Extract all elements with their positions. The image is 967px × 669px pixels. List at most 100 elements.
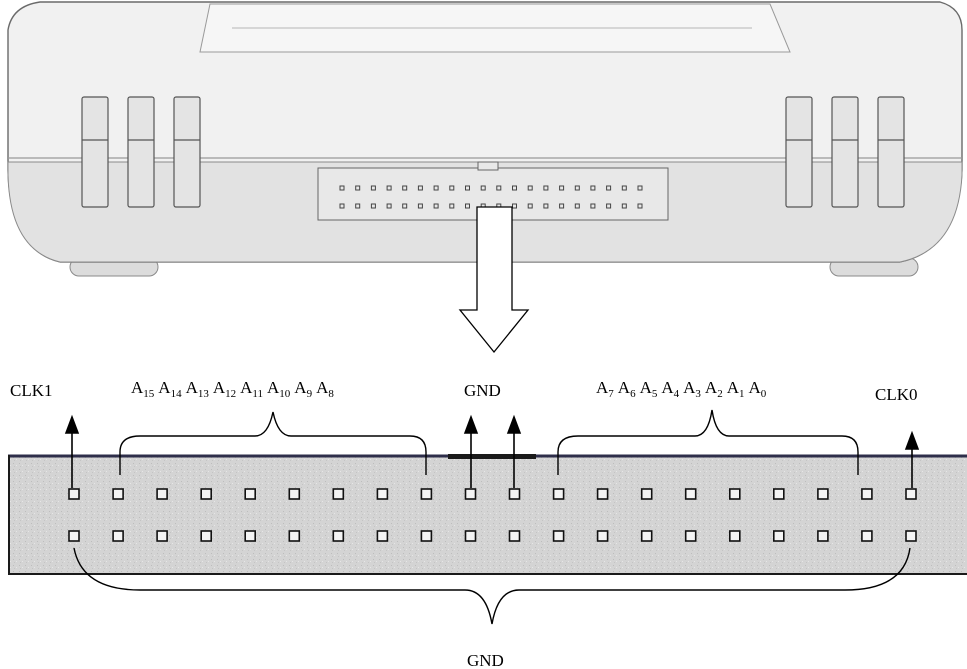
device-mini-pins [339,185,643,209]
connector-pin [332,530,345,542]
device-mini-pin [637,203,643,209]
address-bit-subscript: 12 [225,388,236,400]
device-mini-pin [543,185,549,191]
device-mini-pin [621,185,627,191]
vent-group-left [81,96,201,208]
connector-pin [552,488,565,500]
gnd-arrow-icon [506,414,522,488]
device-mini-pin [527,203,533,209]
connector-pin [376,488,389,500]
device-mini-pin [574,203,580,209]
connector-pin [905,488,917,500]
connector-pin [861,488,873,500]
device-mini-pin [339,185,345,191]
connector-pin [640,530,653,542]
address-bit-label: A [705,378,718,397]
address-bit-label: A [640,378,653,397]
connector-pin [332,488,345,500]
address-bit-subscript: 9 [307,388,313,400]
device-mini-pin [370,203,376,209]
device-mini-pin [417,203,423,209]
address-bit-subscript: 15 [143,388,155,400]
address-bit-label: A [186,378,199,397]
address-bit-subscript: 14 [171,388,183,400]
address-bit-label: A [131,378,144,397]
connector-body [8,455,967,575]
address-bit-label: A [158,378,171,397]
connector-pin [728,530,741,542]
device-mini-pin [465,203,470,209]
address-bit-label: A [727,378,740,397]
connector-pin [112,530,124,542]
connector-pin [905,530,917,542]
address-bit-label: A [596,378,609,397]
connector-pin [596,530,609,542]
address-bit-label: A [316,378,329,397]
device-mini-pin [339,203,345,209]
device-mini-pin [402,203,408,209]
address-bit-subscript: 6 [630,388,636,400]
connector-pin [244,530,256,542]
address-bit-label: A [661,378,674,397]
device-mini-pin [559,185,565,191]
connector-pin [68,488,80,500]
clk0-label: CLK0 [875,385,918,404]
device-mini-pin [512,203,517,209]
clk1-label: CLK1 [10,381,53,400]
connector-pin [68,530,80,542]
brace-bottom-gnd [73,547,911,625]
address-bit-subscript: 3 [695,388,701,400]
address-bit-label: A [683,378,696,397]
device-mini-pin [606,185,612,191]
device-mini-pin [496,185,502,191]
device-mini-pin [433,203,439,209]
device-mini-pin [449,185,455,191]
device-mini-pin [590,185,596,191]
device-mini-pin [355,185,361,191]
device-connector-recess [317,167,669,221]
device-mini-pin [543,203,549,209]
device-mini-pin [417,185,423,191]
connector-pin [728,488,741,500]
connector-pin [684,530,697,542]
device-mini-pin [386,203,392,209]
connector-pin [200,530,212,542]
device-mini-pin [637,185,643,191]
address-bit-label: A [294,378,307,397]
connector-pin [861,530,873,542]
device-mini-pin [386,185,392,191]
connector-pin [288,530,301,542]
device-mini-pin [574,185,580,191]
device-mini-pin [606,203,612,209]
brace-high-address [119,411,427,475]
connector-pin [156,488,168,500]
address-bit-subscript: 11 [252,388,263,400]
address-bit-subscript: 10 [279,388,291,400]
connector-pin [817,530,829,542]
clk0-arrow-icon [904,430,920,488]
down-arrow-icon [458,206,530,354]
device-mini-pin [402,185,408,191]
connector-pin [376,530,389,542]
device-mini-pin [449,203,455,209]
address-bit-subscript: 2 [717,388,723,400]
connector-pin [596,488,609,500]
connector-pin-grid [68,488,917,542]
address-bit-subscript: 0 [761,388,767,400]
device-mini-pin [480,185,486,191]
address-label-low: A7​A6​A5​A4​A3​A2​A1​A0​ [596,378,767,400]
device-mini-pin [559,203,565,209]
device-mini-pin [465,185,470,191]
connector-pin [464,530,477,542]
connector-enlarged [8,454,967,575]
device-mini-pin [621,203,627,209]
address-label-high: A15​A14​A13​A12​A11​A10​A9​A8​ [131,378,334,400]
address-bit-subscript: 7 [608,388,614,400]
pin-arrows [64,414,920,488]
connector-pin [244,488,256,500]
connector-pin [200,488,212,500]
connector-pin [817,488,829,500]
connector-pin [640,488,653,500]
address-bit-subscript: 13 [198,388,210,400]
